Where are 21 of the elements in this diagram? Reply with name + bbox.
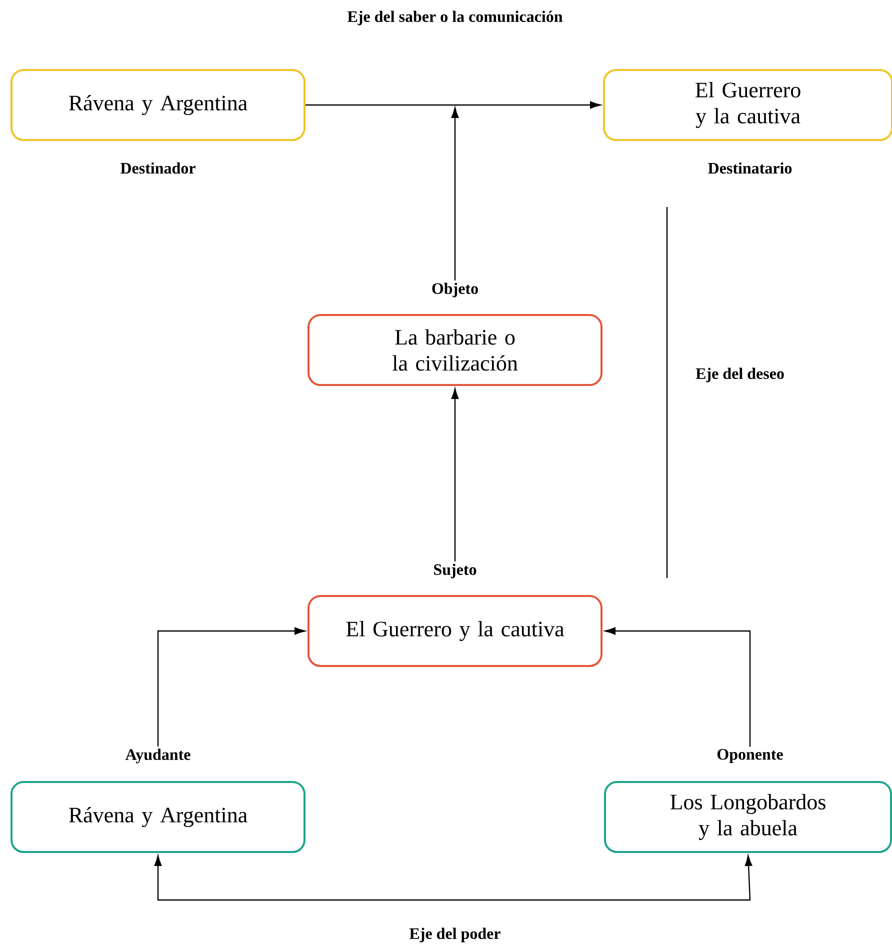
text-box: El Guerrero y la cautiva xyxy=(603,69,892,141)
role-label: Objeto xyxy=(432,282,478,298)
text-box: Rávena y Argentina xyxy=(10,781,306,853)
role-label: Destinador xyxy=(120,162,196,174)
role-label: Oponente xyxy=(717,749,783,763)
axis-label: Eje del poder xyxy=(410,928,500,942)
arrow xyxy=(157,627,306,747)
axis-label: Eje del deseo xyxy=(696,368,784,382)
text-box: Los Longobardos y la abuela xyxy=(604,781,892,853)
text-box: La barbarie o la civilización xyxy=(308,314,602,386)
axis-label: Eje del saber o la comunicación xyxy=(348,10,563,26)
arrow xyxy=(154,855,752,901)
arrow xyxy=(306,101,601,109)
text-box: El Guerrero y la cautiva xyxy=(308,595,602,667)
role-label: Sujeto xyxy=(434,564,476,578)
text-box: Rávena y Argentina xyxy=(10,69,306,141)
arrow xyxy=(451,388,459,562)
arrow xyxy=(451,107,459,281)
arrow xyxy=(604,627,751,747)
role-label: Destinatario xyxy=(708,162,792,174)
role-label: Ayudante xyxy=(125,748,190,764)
